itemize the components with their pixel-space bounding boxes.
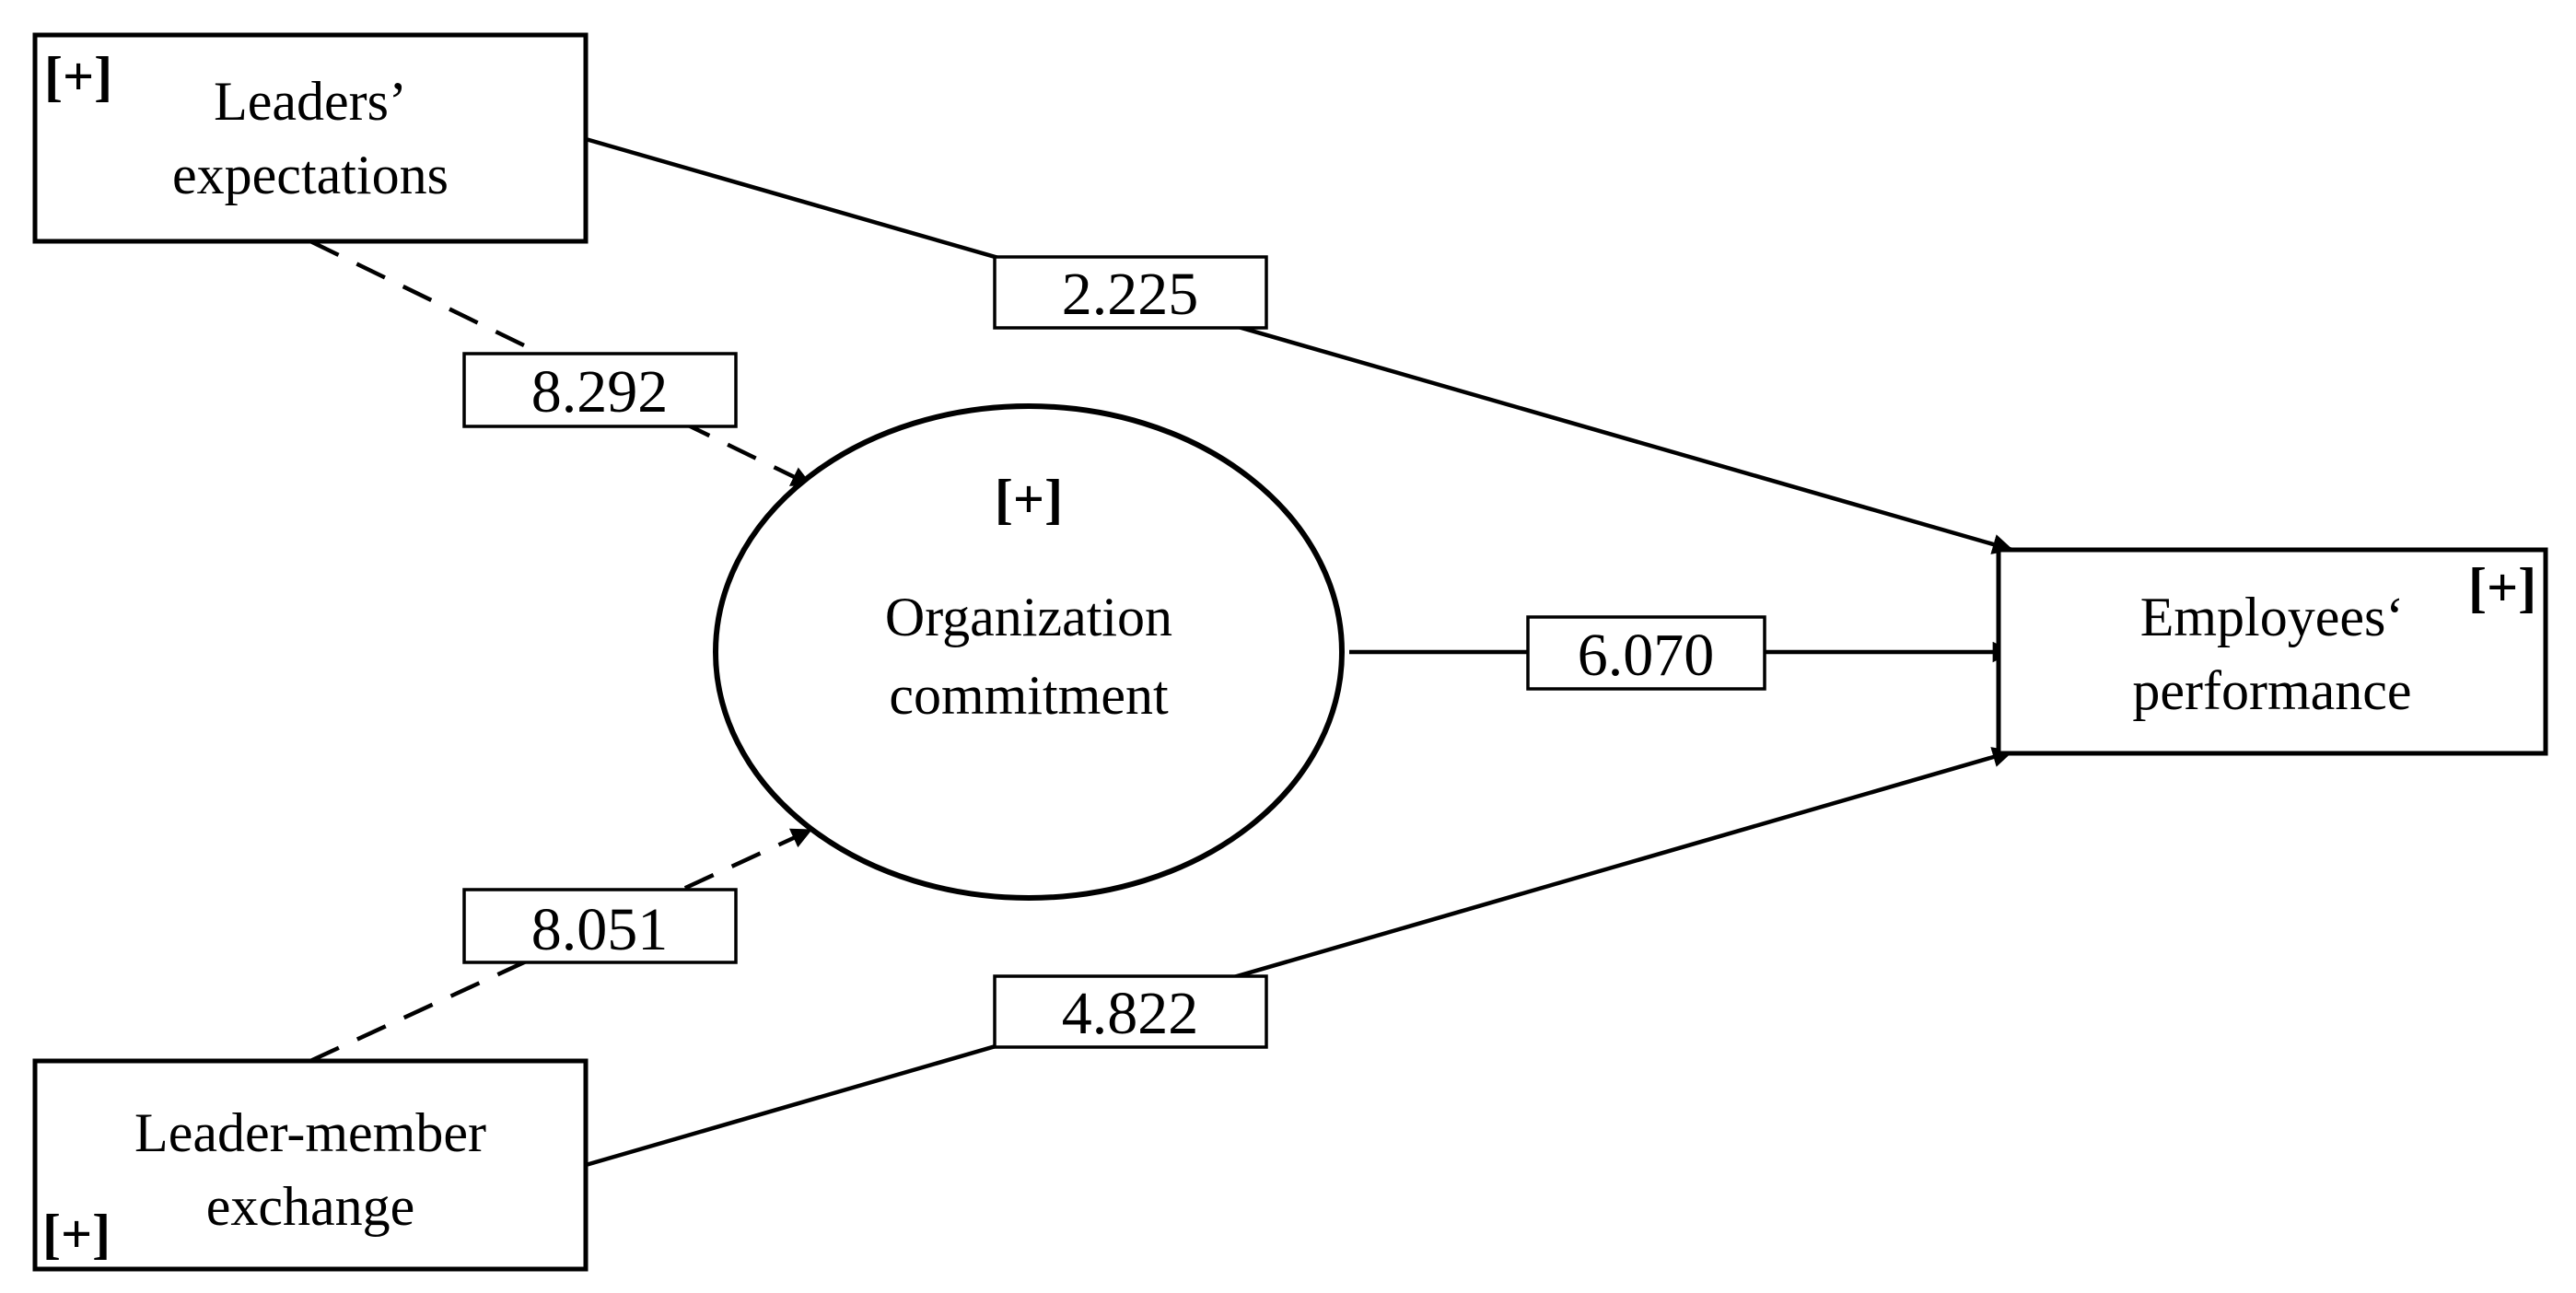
coefficient-le-to-oc: 8.292 <box>462 352 738 428</box>
coefficient-value: 4.822 <box>1062 980 1199 1047</box>
node-label-line2: commitment <box>889 665 1169 726</box>
node-label-line1: Leaders’ <box>214 71 407 132</box>
coefficient-value: 8.292 <box>531 358 669 425</box>
plus-marker: [+] <box>44 46 112 107</box>
coefficient-value: 2.225 <box>1062 261 1199 328</box>
coefficient-lmx-to-oc: 8.051 <box>462 888 738 964</box>
path-line-le-to-ep <box>585 136 2014 554</box>
plus-marker: [+] <box>995 469 1063 530</box>
node-label-line1: Employees‘ <box>2140 587 2405 647</box>
path-line-lmx-to-ep <box>585 747 2014 1168</box>
node-label-line2: exchange <box>206 1176 415 1237</box>
node-label-line2: expectations <box>172 145 449 205</box>
plus-marker: [+] <box>2468 557 2536 618</box>
coefficient-value: 6.070 <box>1578 622 1715 689</box>
node-organization-commitment: [+] Organization commitment <box>713 403 1345 901</box>
node-leaders-expectations: [+] Leaders’ expectations <box>32 32 589 244</box>
coefficient-lmx-to-ep: 4.822 <box>993 974 1268 1049</box>
node-leader-member-exchange: [+] Leader-member exchange <box>32 1058 589 1272</box>
coefficient-value: 8.051 <box>531 896 669 963</box>
coefficient-oc-to-ep: 6.070 <box>1526 615 1766 691</box>
plus-marker: [+] <box>42 1204 111 1264</box>
coefficient-le-to-ep: 2.225 <box>993 255 1268 330</box>
node-label-line1: Leader-member <box>134 1102 486 1163</box>
node-employees-performance: [+] Employees‘ performance <box>1996 547 2548 756</box>
node-label-line2: performance <box>2132 660 2411 721</box>
node-label-line1: Organization <box>885 587 1172 647</box>
